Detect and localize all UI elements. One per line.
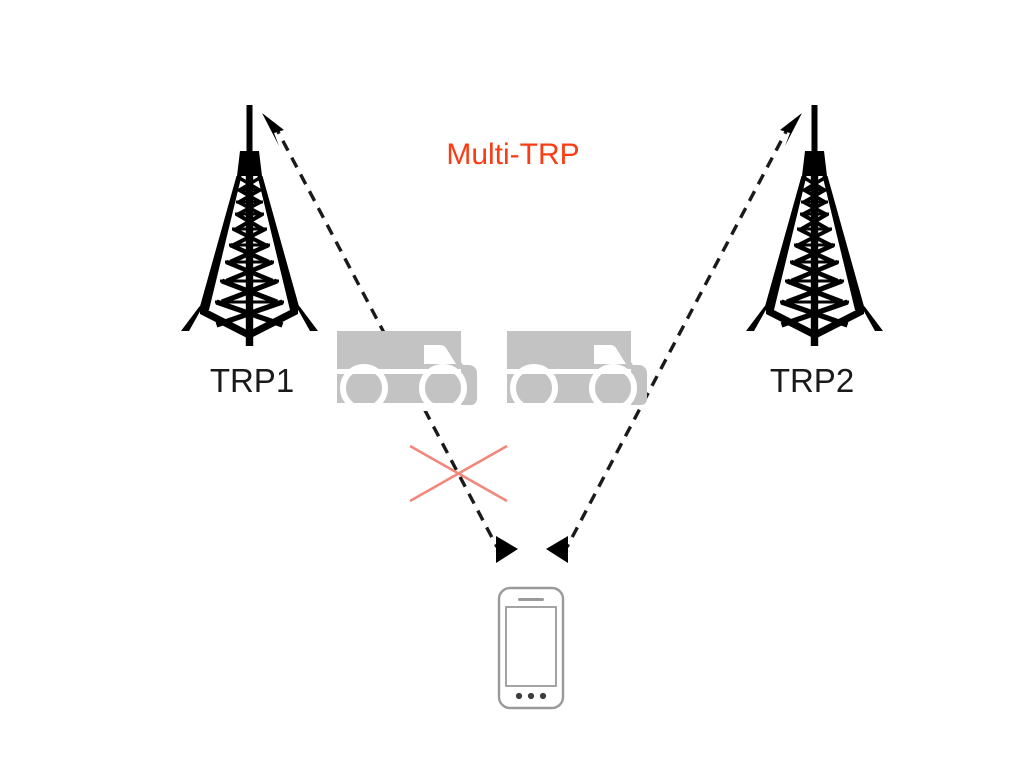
- arrowhead-down-left: [496, 536, 518, 563]
- arrowhead-up-right: [780, 113, 802, 146]
- arrowhead-down-right: [546, 536, 568, 563]
- truck-left-ground-mask: [337, 403, 461, 411]
- trp2-label: TRP2: [770, 362, 854, 399]
- truck-left-body-gap: [337, 369, 461, 374]
- cross-mark-icon: [409, 444, 508, 503]
- diagram-title: Multi-TRP: [446, 138, 579, 171]
- truck-right-ground-mask: [507, 403, 631, 411]
- smartphone-icon: [497, 586, 565, 710]
- arrowhead-up-left: [262, 113, 284, 146]
- truck-right-window: [594, 344, 626, 364]
- cell-tower-icon-trp2: [746, 105, 883, 346]
- cell-tower-icon-trp1: [181, 105, 318, 346]
- truck-right-body-gap: [507, 369, 631, 374]
- link-trp1-to-phone: [262, 113, 518, 563]
- link-trp2-to-phone: [546, 113, 802, 563]
- trp1-label: TRP1: [210, 362, 294, 399]
- truck-left-window: [424, 344, 456, 364]
